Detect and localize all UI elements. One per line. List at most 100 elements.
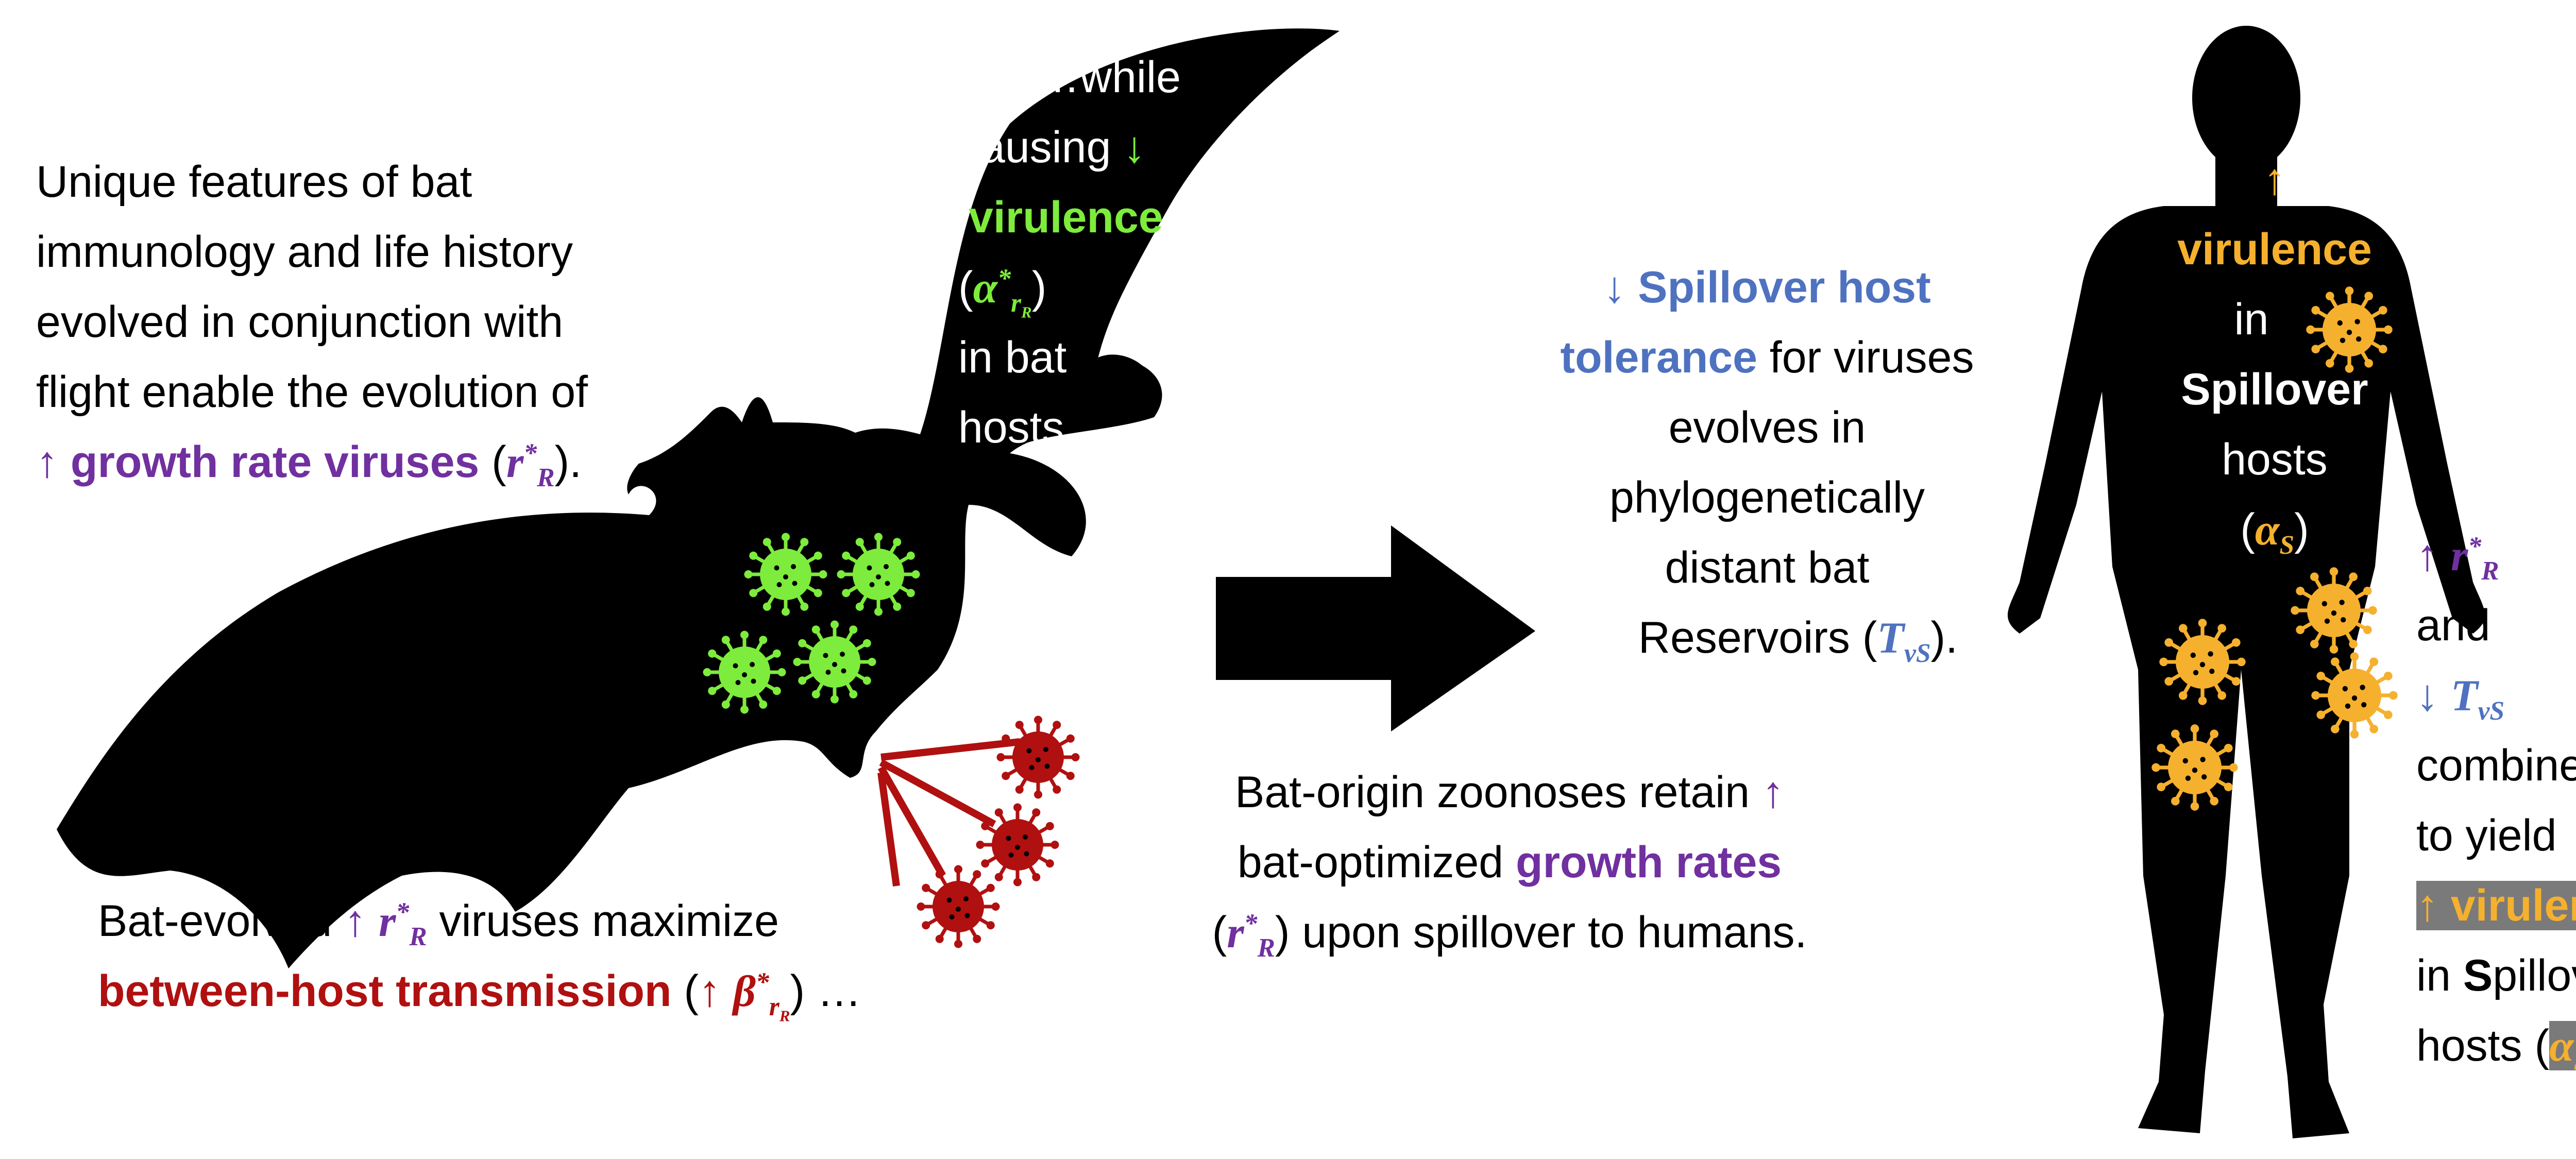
paren-open: (: [958, 263, 973, 312]
paren-open: (: [479, 437, 506, 487]
up-arrow: ↑: [344, 896, 367, 946]
up-arrow: ↑: [2416, 531, 2451, 580]
alpha-symbol: αS: [2549, 1021, 2576, 1075]
combine-line-5: to yield: [2416, 811, 2557, 860]
reservoirs-label: Reservoirs (: [1638, 613, 1877, 662]
r-star: *: [523, 438, 537, 468]
virus-icon: [2151, 724, 2238, 811]
r-star: *: [396, 897, 410, 927]
wing-line-1: …while: [1036, 53, 1181, 102]
combine-line-2: and: [2416, 601, 2490, 650]
virulence-label: virulence: [969, 193, 1163, 242]
virus-icon: [703, 630, 786, 714]
combine-text: ↑ r*R and ↓ TvS combine to yield ↑ virul…: [2416, 520, 2576, 1081]
virus-icon: [917, 865, 1000, 948]
T-letter: T: [2450, 671, 2478, 720]
alpha-letter: α: [2549, 1021, 2574, 1070]
growth-rate-label: growth rate viruses: [70, 437, 480, 487]
T-symbol: TvS: [2450, 671, 2504, 724]
alpha-sub-R: R: [1021, 303, 1032, 321]
alpha-subscript: S: [2279, 531, 2295, 560]
beta-sub-R: R: [779, 1007, 790, 1025]
r-subscript: R: [1257, 933, 1275, 963]
T-subscript: vS: [2478, 696, 2505, 726]
bat-evolved-label: Bat-evolved: [98, 896, 345, 946]
r-star: *: [1244, 909, 1258, 939]
bat-optimized-label: bat-optimized: [1237, 838, 1516, 887]
between-host-transmission-label: between-host transmission: [98, 966, 672, 1016]
bat-wing-icon: [917, 28, 1340, 453]
r-symbol: r*R: [2451, 531, 2499, 584]
transmission-line-2: between-host transmission (↑ β*rR) …: [98, 956, 1025, 1026]
virulence-label: virulence: [2177, 225, 2372, 274]
wing-line-5: hosts: [958, 403, 1064, 452]
alpha-sub-r: r: [1011, 288, 1022, 318]
paren-close: ): [1031, 263, 1047, 312]
zoonoses-text: Bat-origin zoonoses retain ↑ bat-optimiz…: [1123, 757, 1896, 967]
paren-open: (: [2240, 505, 2255, 554]
wing-line-3: (α*rR): [958, 252, 1226, 322]
intro-text: Unique features of bat immunology and li…: [36, 147, 757, 497]
beta-symbol: β*rR: [733, 966, 790, 1024]
beta-letter: β: [733, 966, 756, 1016]
combine-line-6: ↑ virulence: [2416, 871, 2576, 941]
tolerance-text: ↓ Spillover host tolerance for viruses e…: [1484, 252, 2050, 673]
intro-line-4: flight enable the evolution of: [36, 367, 588, 417]
spillover-rest: pillover: [2493, 951, 2576, 1000]
T-subscript: vS: [1904, 639, 1931, 669]
alpha-symbol: αS: [2255, 505, 2294, 558]
alpha-letter: α: [2255, 505, 2280, 554]
tolerance-line-2: tolerance for viruses: [1484, 322, 2050, 393]
virus-icon: [2291, 567, 2377, 654]
human-body-text: ↑ virulence in Spillover hosts (αS): [2128, 144, 2421, 565]
spillover-initial: S: [2463, 951, 2493, 1000]
tolerance-line-1: ↓ Spillover host: [1484, 252, 2050, 322]
intro-line-2: immunology and life history: [36, 227, 573, 277]
paren-close-ellipsis: ) …: [790, 966, 862, 1016]
wing-line-4: in bat: [958, 333, 1067, 382]
r-symbol: r*R: [378, 896, 427, 950]
alpha-subscript: rR: [1011, 288, 1032, 321]
beta-sub-r: r: [769, 992, 779, 1022]
wing-text: …while causing ↓ virulence (α*rR) in bat…: [958, 42, 1226, 463]
virus-icon: [2311, 652, 2398, 739]
r-symbol: r*R: [506, 437, 555, 491]
tolerance-line-5: distant bat: [1665, 543, 1870, 592]
gold-virus-group: [2151, 286, 2398, 811]
down-arrow: ↓: [2416, 671, 2451, 720]
intro-line-5: ↑ growth rate viruses (r*R).: [36, 427, 757, 497]
hosts-label: hosts: [2222, 435, 2328, 484]
green-virus-group: [703, 533, 920, 714]
paren-close: ): [2294, 505, 2309, 554]
bat-origin-label: Bat-origin zoonoses retain: [1234, 768, 1762, 817]
for-viruses-label: for viruses: [1757, 333, 1974, 382]
virus-icon: [744, 533, 827, 616]
combine-line-8: hosts (αS).: [2416, 1011, 2576, 1081]
alpha-star: *: [997, 264, 1011, 294]
zoonoses-line-1: Bat-origin zoonoses retain ↑: [1123, 757, 1896, 827]
up-arrow: ↑: [698, 966, 721, 1016]
beta-subscript: rR: [769, 992, 790, 1024]
r-letter: r: [378, 896, 396, 946]
zoonoses-line-3: (r*R) upon spillover to humans.: [1123, 897, 1896, 967]
bat-silhouette-icon: [57, 31, 1340, 968]
virus-icon: [976, 803, 1059, 887]
wing-line-2: causing ↓: [958, 112, 1226, 182]
virus-icon: [793, 620, 876, 704]
alpha-subscript: S: [2574, 1047, 2576, 1076]
paren-close: ).: [1930, 613, 1958, 662]
up-arrow: ↑: [1762, 768, 1784, 817]
beta-star: *: [755, 967, 769, 997]
r-symbol: r*R: [1227, 908, 1275, 961]
upon-spillover-label: ) upon spillover to humans.: [1275, 908, 1807, 957]
intro-line-3: evolved in conjunction with: [36, 297, 564, 347]
in-label: in: [2234, 295, 2269, 344]
growth-rates-label: growth rates: [1516, 838, 1782, 887]
T-symbol: TvS: [1877, 613, 1930, 667]
spillover-label: Spillover: [2181, 365, 2368, 414]
down-arrow: ↓: [1603, 263, 1626, 312]
transmission-line-1: Bat-evolved ↑ r*R viruses maximize: [98, 886, 1025, 956]
zoonoses-line-2: bat-optimized growth rates: [1123, 827, 1896, 897]
tolerance-line-6: Reservoirs (TvS).: [1484, 603, 2050, 673]
